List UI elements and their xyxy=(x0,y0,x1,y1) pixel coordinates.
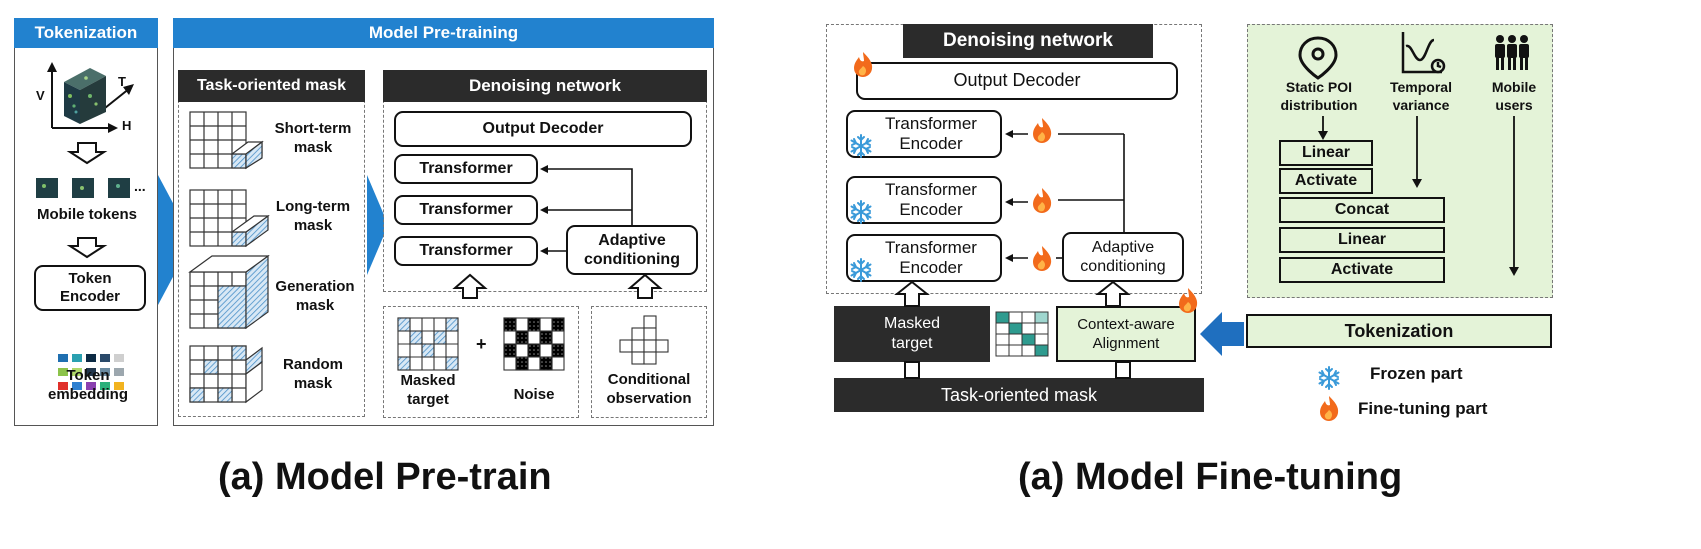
linear-box-1: Linear xyxy=(1279,140,1373,166)
chart-clock-icon xyxy=(1401,32,1446,74)
flame-icon xyxy=(1033,118,1052,143)
token-ellipsis: ... xyxy=(134,178,146,194)
transformer-box-2: Transformer xyxy=(394,195,538,225)
context-alignment-box: Context-aware Alignment xyxy=(1056,306,1196,362)
tokenization-header: Tokenization xyxy=(14,18,158,48)
ft-adaptive-conditioning-box: Adaptive conditioning xyxy=(1062,232,1184,282)
flame-icon xyxy=(1179,288,1198,313)
axis-h-label: H xyxy=(122,118,132,133)
pretrain-masked-target-label: Masked target xyxy=(400,372,456,408)
flame-icon xyxy=(1033,188,1052,213)
token-encoder-box: Token Encoder xyxy=(34,265,146,311)
pretrain-diagram: Tokenization V T xyxy=(0,0,780,498)
static-poi-label: Static POI distribution xyxy=(1280,79,1358,113)
snowflake-icon xyxy=(850,134,872,158)
ft-output-decoder-box: Output Decoder xyxy=(856,62,1178,100)
linear-box-2: Linear xyxy=(1279,227,1445,253)
task-mask-header: Task-oriented mask xyxy=(178,70,365,102)
conditional-panel xyxy=(591,306,707,418)
model-pretraining-header: Model Pre-training xyxy=(173,18,714,48)
ft-denoising-header: Denoising network xyxy=(903,24,1153,58)
plus-sign: + xyxy=(476,334,487,354)
flame-icon xyxy=(1033,246,1052,271)
snowflake-icon xyxy=(850,200,872,224)
random-mask-label: Random mask xyxy=(283,356,343,392)
ft-tokenization-box: Tokenization xyxy=(1246,314,1552,348)
masked-noise-panel xyxy=(383,306,579,418)
context-panel xyxy=(1247,24,1553,298)
denoising-header: Denoising network xyxy=(383,70,707,102)
people-icon xyxy=(1495,35,1529,70)
ft-task-mask-bar: Task-oriented mask xyxy=(834,378,1204,412)
transformer-box-1: Transformer xyxy=(394,154,538,184)
flame-icon xyxy=(1320,396,1339,421)
flame-icon xyxy=(854,52,873,77)
ft-transformer-encoder-1: Transformer Encoder xyxy=(846,110,1002,158)
short-term-mask-label: Short-term mask xyxy=(274,120,352,156)
transformer-box-3: Transformer xyxy=(394,236,538,266)
ft-masked-target-box: Masked target xyxy=(834,306,990,362)
noise-label: Noise xyxy=(513,386,555,403)
legend-frozen-label: Frozen part xyxy=(1370,364,1463,383)
concat-box: Concat xyxy=(1279,197,1445,223)
mobile-users-label: Mobile users xyxy=(1491,79,1537,113)
ft-transformer-encoder-3: Transformer Encoder xyxy=(846,234,1002,282)
ft-denoising-panel xyxy=(826,24,1202,294)
arrow-icon xyxy=(1200,312,1244,356)
generation-mask-label: Generation mask xyxy=(275,278,355,314)
snowflake-icon xyxy=(850,258,872,282)
conditional-observation-label: Conditional observation xyxy=(606,371,692,407)
ft-transformer-encoder-2: Transformer Encoder xyxy=(846,176,1002,224)
activate-box-1: Activate xyxy=(1279,168,1373,194)
token-embedding-label: Token embedding xyxy=(47,367,128,403)
output-decoder-box: Output Decoder xyxy=(394,111,692,147)
axis-t-label: T xyxy=(118,74,126,89)
snowflake-icon xyxy=(1318,366,1340,390)
mobile-tokens-label: Mobile tokens xyxy=(36,206,137,223)
legend-finetune-label: Fine-tuning part xyxy=(1358,399,1488,418)
temporal-variance-label: Temporal variance xyxy=(1390,79,1452,113)
activate-box-2: Activate xyxy=(1279,257,1445,283)
pretrain-caption: (a) Model Pre-train xyxy=(218,456,552,498)
adaptive-conditioning-box: Adaptive conditioning xyxy=(566,225,698,275)
location-pin-icon xyxy=(1298,36,1338,80)
axis-v-label: V xyxy=(36,88,45,103)
finetune-caption: (a) Model Fine-tuning xyxy=(1018,456,1403,498)
long-term-mask-label: Long-term mask xyxy=(275,198,351,234)
